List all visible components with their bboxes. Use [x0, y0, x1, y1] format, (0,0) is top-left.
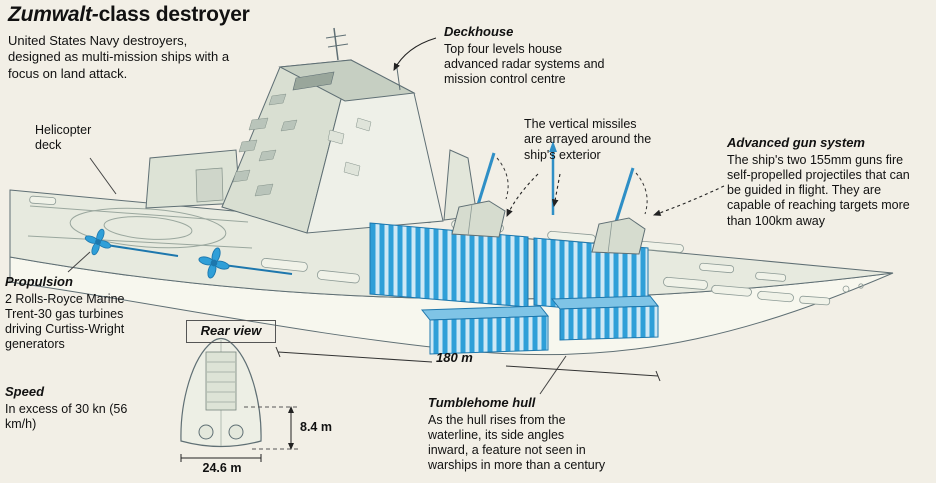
- draft-dimension-line: [244, 406, 298, 450]
- callout-tumblehome-body: As the hull rises from the waterline, it…: [428, 412, 606, 473]
- callout-gun-system: Advanced gun system The ship's two 155mm…: [727, 135, 927, 229]
- callout-deckhouse: Deckhouse Top four levels house advanced…: [444, 24, 609, 87]
- beam-dimension-label: 24.6 m: [202, 461, 242, 475]
- callout-propulsion-title: Propulsion: [5, 274, 73, 289]
- length-dimension-line: [275, 346, 661, 382]
- beam-dimension-line: [180, 454, 262, 462]
- callout-speed-body: In excess of 30 kn (56 km/h): [5, 401, 128, 431]
- deckhouse-structure: [221, 27, 478, 234]
- deck-hatches-near: [261, 257, 864, 306]
- page-subtitle: United States Navy destroyers, designed …: [8, 33, 230, 81]
- callout-tumblehome-title: Tumblehome hull: [428, 395, 536, 410]
- callout-speed: Speed In excess of 30 kn (56 km/h): [5, 384, 130, 432]
- callout-missiles: The vertical missiles are arrayed around…: [524, 117, 652, 162]
- vls-missile-cells: [369, 222, 649, 316]
- mast: [325, 27, 401, 91]
- helicopter-deck-label: Helicopter deck: [35, 123, 92, 153]
- callout-gun-system-body: The ship's two 155mm guns fire self-prop…: [727, 152, 910, 228]
- callout-tumblehome: Tumblehome hull As the hull rises from t…: [428, 395, 606, 474]
- page-title-italic-part: Zumwalt-: [8, 3, 99, 26]
- page-title: Zumwalt-class destroyer: [8, 3, 250, 27]
- propellers: [84, 228, 293, 279]
- hangar-block: [145, 149, 241, 209]
- callout-propulsion-body: 2 Rolls-Royce Marine Trent-30 gas turbin…: [5, 291, 125, 352]
- page-title-rest-part: class destroyer: [98, 3, 250, 26]
- gun-mount-forward: [451, 152, 509, 238]
- rear-view-drawing: [180, 337, 298, 462]
- rear-view-label: Rear view: [186, 320, 276, 343]
- callout-speed-title: Speed: [5, 384, 45, 399]
- radar-panels: [232, 93, 372, 197]
- callout-deckhouse-body: Top four levels house advanced radar sys…: [444, 41, 605, 87]
- helicopter-deck-markings: [27, 205, 253, 249]
- draft-dimension-label: 8.4 m: [300, 420, 332, 434]
- gun-mount-bow: [591, 167, 648, 255]
- generator-modules: [420, 295, 660, 355]
- length-dimension-label: 180 m: [436, 350, 473, 365]
- callout-propulsion: Propulsion 2 Rolls-Royce Marine Trent-30…: [5, 274, 140, 353]
- callout-deckhouse-title: Deckhouse: [444, 24, 514, 39]
- callout-gun-system-title: Advanced gun system: [727, 135, 865, 150]
- leader-lines: [67, 37, 725, 395]
